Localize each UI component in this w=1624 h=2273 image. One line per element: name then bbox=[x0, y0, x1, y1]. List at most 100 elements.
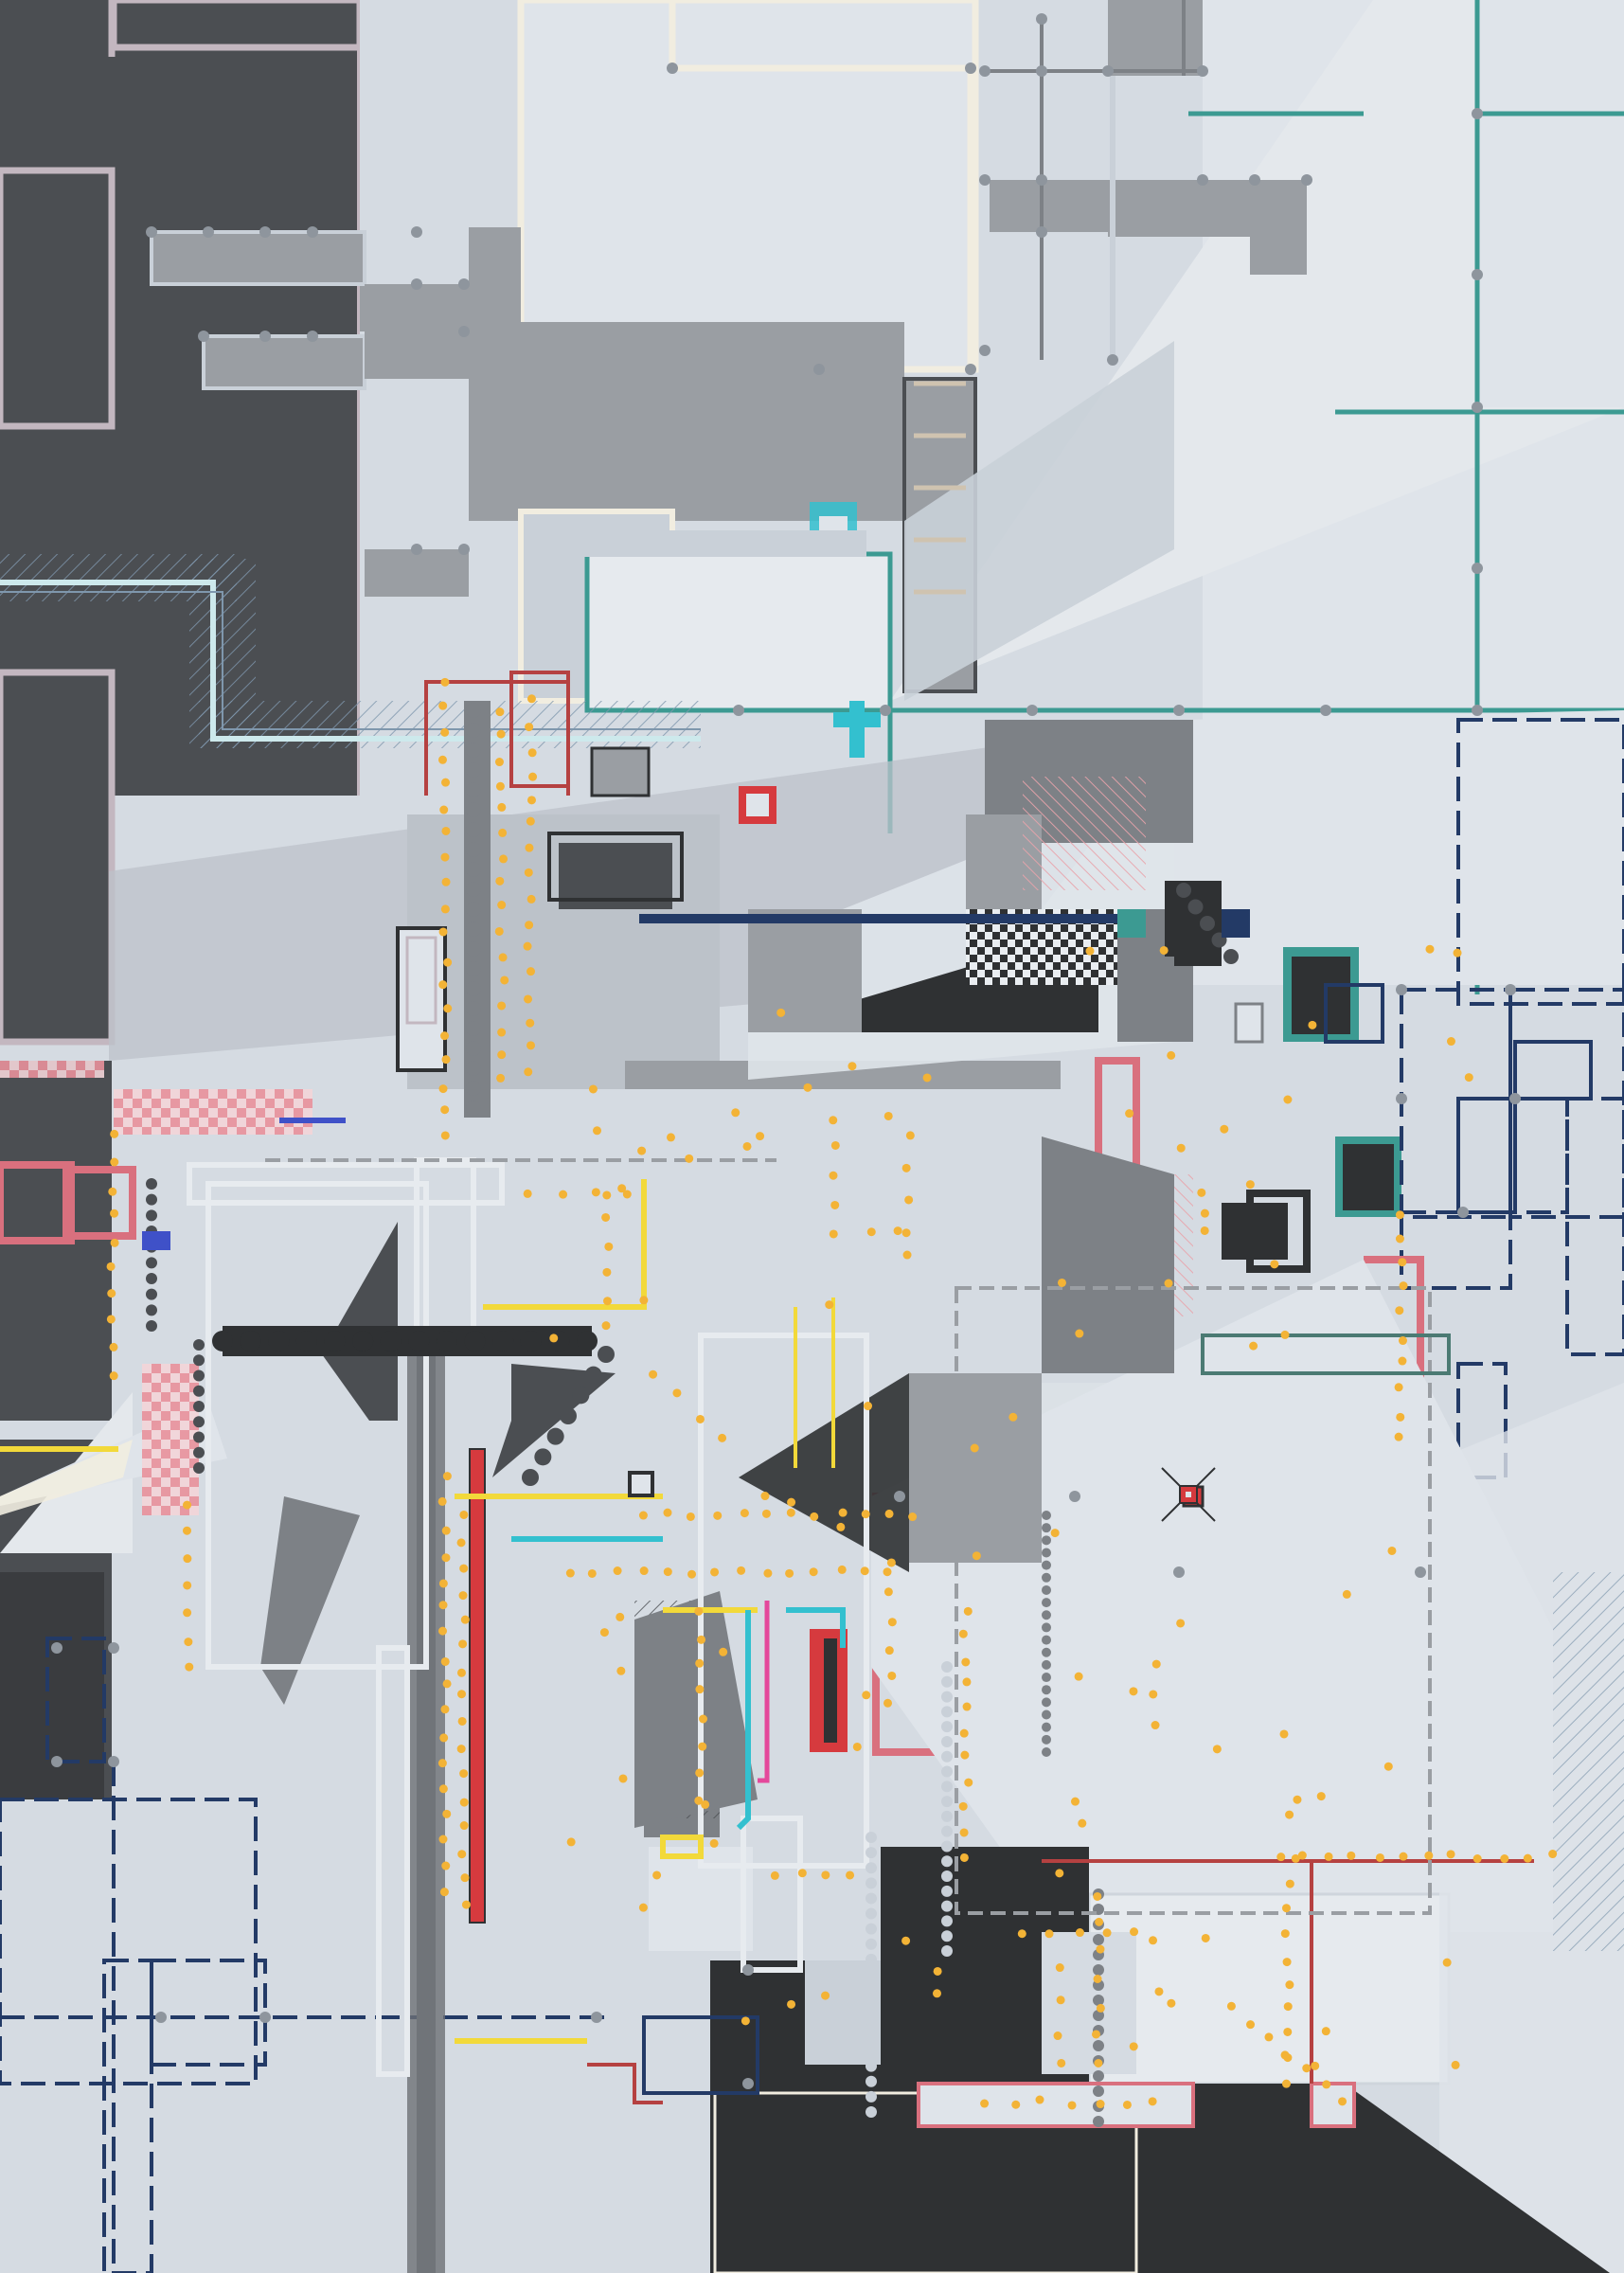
node-dot bbox=[883, 1587, 893, 1597]
node-dot bbox=[500, 975, 509, 985]
node-dot bbox=[698, 1742, 707, 1751]
node-dot bbox=[457, 1716, 467, 1726]
node-dot bbox=[1151, 1659, 1161, 1669]
connector-node bbox=[1505, 984, 1516, 995]
connector-node bbox=[1197, 174, 1208, 186]
node-dot bbox=[1399, 1852, 1408, 1861]
node-dot bbox=[183, 1500, 192, 1510]
connector-node bbox=[1396, 1093, 1407, 1104]
bead bbox=[866, 1923, 877, 1935]
node-dot bbox=[1093, 1975, 1102, 1984]
bead bbox=[436, 1331, 457, 1351]
connector-node bbox=[203, 226, 214, 238]
node-dot bbox=[183, 1608, 192, 1618]
node-dot bbox=[860, 1566, 869, 1576]
bead bbox=[1042, 1511, 1051, 1520]
bead bbox=[1042, 1584, 1051, 1595]
node-dot bbox=[459, 1510, 469, 1519]
bead bbox=[466, 743, 481, 758]
bead bbox=[866, 1953, 877, 1965]
top-gray-tiles bbox=[150, 0, 1307, 597]
bead bbox=[466, 762, 481, 778]
node-dot bbox=[526, 694, 536, 704]
node-dot bbox=[737, 1566, 746, 1575]
node-dot bbox=[440, 1705, 450, 1714]
cyan-hatched-bands bbox=[0, 554, 701, 748]
node-dot bbox=[785, 1568, 794, 1578]
bead bbox=[1042, 1635, 1051, 1645]
connector-node bbox=[458, 326, 470, 337]
connector-node bbox=[259, 2012, 271, 2023]
node-dot bbox=[866, 1227, 876, 1237]
bead bbox=[193, 1431, 205, 1443]
node-dot bbox=[498, 953, 508, 962]
node-dot bbox=[1398, 1356, 1407, 1366]
gray-connector-nodes bbox=[51, 13, 1521, 2089]
node-dot bbox=[770, 1870, 779, 1880]
node-dot bbox=[902, 1250, 912, 1260]
node-dot bbox=[106, 1315, 116, 1324]
node-dot bbox=[637, 1146, 647, 1155]
connector-node bbox=[1472, 108, 1483, 119]
bead bbox=[466, 862, 481, 877]
node-dot bbox=[1424, 1851, 1434, 1860]
node-dot bbox=[1017, 1929, 1026, 1939]
bead bbox=[212, 1331, 233, 1351]
bead bbox=[1093, 1934, 1104, 1945]
connector-node bbox=[894, 1491, 905, 1502]
node-dot bbox=[525, 921, 534, 930]
node-dot bbox=[1122, 2100, 1132, 2109]
node-dot bbox=[1276, 1852, 1286, 1862]
node-dot bbox=[884, 1509, 894, 1518]
node-dot bbox=[1129, 1687, 1138, 1696]
node-dot bbox=[1291, 1853, 1300, 1863]
bead bbox=[1042, 1673, 1051, 1683]
node-dot bbox=[438, 980, 448, 990]
connector-node bbox=[1472, 705, 1483, 716]
bead bbox=[466, 822, 481, 837]
node-dot bbox=[108, 1187, 117, 1196]
node-dot bbox=[1398, 1258, 1407, 1267]
node-dot bbox=[1164, 1279, 1173, 1288]
node-dot bbox=[1442, 1958, 1452, 1967]
bead bbox=[866, 1847, 877, 1859]
node-dot bbox=[776, 1008, 786, 1017]
bead bbox=[584, 1366, 602, 1384]
bead bbox=[866, 1907, 877, 1920]
bead bbox=[1042, 1535, 1051, 1546]
node-dot bbox=[710, 1567, 720, 1577]
node-dot bbox=[846, 1870, 855, 1880]
node-dot bbox=[1200, 1226, 1209, 1235]
node-dot bbox=[438, 701, 448, 710]
node-dot bbox=[440, 1656, 450, 1666]
bead bbox=[522, 1469, 539, 1486]
bead bbox=[466, 723, 481, 738]
bead bbox=[466, 782, 481, 797]
node-dot bbox=[883, 1111, 893, 1120]
node-dot bbox=[959, 1728, 969, 1738]
node-dot bbox=[526, 1018, 535, 1028]
node-dot bbox=[922, 1073, 932, 1083]
node-dot bbox=[639, 1566, 649, 1576]
node-dot bbox=[694, 1606, 704, 1616]
node-dot bbox=[1446, 1850, 1455, 1859]
node-dot bbox=[639, 1296, 649, 1305]
node-dot bbox=[437, 1759, 447, 1768]
bead bbox=[146, 1193, 157, 1206]
node-dot bbox=[604, 1242, 614, 1251]
connector-node bbox=[1173, 1566, 1185, 1578]
node-dot bbox=[441, 877, 451, 886]
node-dot bbox=[1151, 1721, 1160, 1730]
node-dot bbox=[1125, 1109, 1134, 1119]
node-dot bbox=[1176, 1619, 1186, 1628]
node-dot bbox=[787, 1999, 796, 2009]
bead bbox=[941, 1825, 953, 1837]
node-dot bbox=[763, 1568, 773, 1578]
node-dot bbox=[601, 1321, 611, 1331]
node-dot bbox=[861, 1510, 870, 1519]
node-dot bbox=[980, 2099, 990, 2108]
node-dot bbox=[622, 1190, 632, 1199]
cyan-magenta-rails bbox=[142, 701, 881, 1831]
connector-node bbox=[411, 544, 422, 555]
